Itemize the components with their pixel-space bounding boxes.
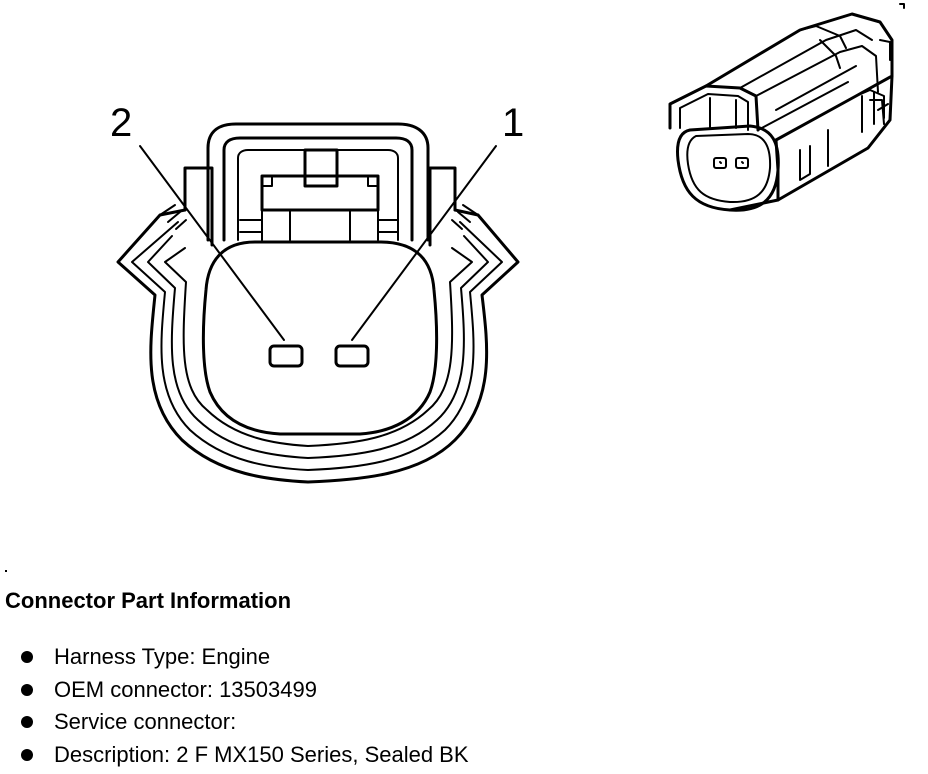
iso-terminal-2 [735, 157, 749, 169]
cavity-face [201, 240, 439, 436]
corner-marker [899, 3, 905, 9]
iso-front-inner [686, 133, 772, 204]
info-item-service-connector: Service connector: [0, 708, 469, 741]
connector-inner-ring [164, 247, 473, 447]
info-item-label: OEM connector: 13503499 [54, 676, 317, 702]
terminal-cavity-1 [334, 344, 370, 368]
iso-terminal-dots [719, 161, 744, 164]
lock-housing-inner [222, 136, 414, 242]
iso-front-lock-inner [679, 93, 749, 131]
right-ear-ticks [451, 204, 479, 230]
info-item-label: Harness Type: Engine [54, 644, 271, 669]
iso-body-top [704, 12, 894, 88]
left-shoulder [183, 166, 214, 247]
bullet-icon [21, 716, 33, 728]
info-item-description: Description: 2 F MX150 Series, Sealed BK [0, 741, 469, 774]
latch-guides [239, 209, 399, 241]
latch-body [260, 174, 380, 212]
connector-isometric-view [668, 3, 905, 212]
info-item-oem-connector: OEM connector: 13503499 [0, 676, 469, 709]
connector-face-view [116, 122, 520, 484]
right-shoulder [428, 166, 457, 247]
terminal-cavity-2 [268, 344, 304, 368]
connector-outer-ring [131, 221, 503, 471]
iso-lock-window [709, 97, 737, 129]
stray-mark [5, 570, 7, 572]
connector-outer-body [116, 208, 520, 484]
iso-rear-edge [728, 138, 780, 212]
connector-info-title: Connector Part Information [5, 588, 292, 613]
lock-housing-outer [206, 122, 430, 242]
connector-info-list: Harness Type: Engine OEM connector: 1350… [0, 643, 469, 773]
iso-rear-latch [869, 39, 891, 125]
bullet-icon [21, 748, 33, 761]
connector-diagram: 2 1 [110, 3, 905, 484]
leader-line-pin-1 [351, 145, 497, 341]
iso-body-details [739, 25, 889, 181]
latch-steps [261, 175, 379, 241]
left-ear-ticks [159, 204, 187, 230]
bullet-icon [21, 651, 33, 663]
iso-terminal-1 [713, 157, 727, 169]
info-item-label: Description: 2 F MX150 Series, Sealed BK [54, 741, 469, 767]
iso-front-lock [668, 84, 760, 132]
leader-line-pin-2 [139, 145, 285, 341]
info-item-label: Service connector: [54, 709, 237, 734]
pin-label-2: 2 [110, 101, 132, 145]
connector-seal-ring [147, 235, 489, 459]
info-item-harness-type: Harness Type: Engine [0, 643, 469, 676]
bullet-icon [21, 683, 33, 696]
pin-label-1: 1 [502, 101, 524, 145]
latch-tab [303, 148, 339, 188]
